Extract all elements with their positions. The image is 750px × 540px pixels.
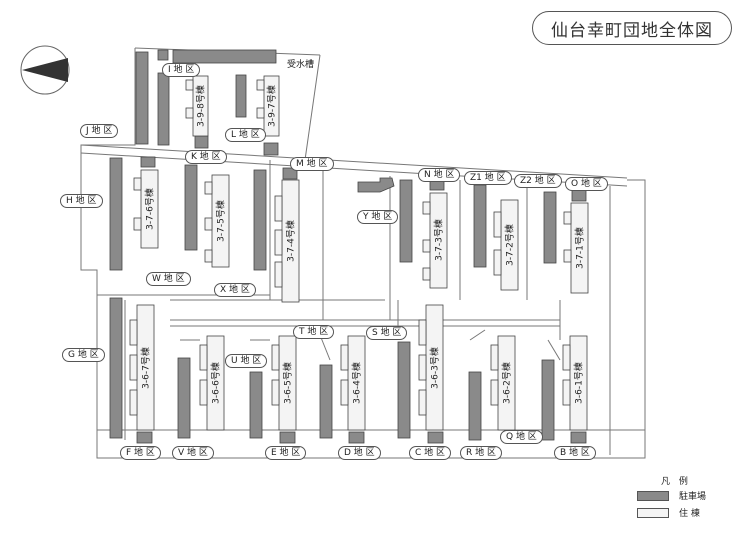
- district-label-d: D 地 区: [338, 446, 381, 460]
- legend-residential-swatch: [637, 507, 669, 518]
- residential-buildings: [129, 75, 589, 431]
- building-label-364: 3-6-4号棟: [352, 362, 363, 404]
- legend-residential: 住 棟: [637, 506, 700, 519]
- building-label-375: 3-7-5号棟: [216, 200, 227, 242]
- district-label-t: T 地 区: [293, 325, 335, 339]
- legend-parking-swatch: [637, 490, 669, 501]
- map-title: 仙台幸町団地全体図: [532, 11, 732, 45]
- building-label-366: 3-6-6号棟: [211, 362, 222, 404]
- legend-parking: 駐車場: [637, 489, 706, 502]
- district-label-y: Y 地 区: [357, 210, 399, 224]
- district-label-f: F 地 区: [120, 446, 161, 460]
- building-label-372: 3-7-2号棟: [505, 224, 516, 266]
- legend-parking-label: 駐車場: [679, 492, 707, 502]
- district-label-u: U 地 区: [225, 354, 268, 368]
- legend-title: 凡 例: [661, 477, 691, 487]
- district-label-h: H 地 区: [60, 194, 103, 208]
- district-label-i: I 地 区: [162, 63, 201, 77]
- building-label-374: 3-7-4号棟: [286, 220, 297, 262]
- district-label-r: R 地 区: [460, 446, 502, 460]
- district-label-c: C 地 区: [409, 446, 452, 460]
- legend-residential-label: 住 棟: [679, 509, 700, 519]
- district-label-v: V 地 区: [172, 446, 214, 460]
- district-label-g: G 地 区: [62, 348, 105, 362]
- district-label-j: J 地 区: [80, 124, 119, 138]
- district-label-z1: Z1 地 区: [464, 171, 512, 185]
- building-label-397: 3-9-7号棟: [267, 85, 278, 127]
- building-label-373: 3-7-3号棟: [434, 219, 445, 261]
- district-label-x: X 地 区: [214, 283, 256, 297]
- district-label-o: O 地 区: [565, 177, 608, 191]
- building-label-376: 3-7-6号棟: [145, 188, 156, 230]
- building-label-365: 3-6-5号棟: [283, 362, 294, 404]
- district-label-e: E 地 区: [265, 446, 307, 460]
- parking-lots: [109, 49, 587, 444]
- district-label-m: M 地 区: [290, 157, 334, 171]
- district-label-n: N 地 区: [418, 168, 461, 182]
- district-label-z2: Z2 地 区: [514, 174, 562, 188]
- building-label-367: 3-6-7号棟: [141, 347, 152, 389]
- district-label-s: S 地 区: [366, 326, 408, 340]
- building-label-371: 3-7-1号棟: [575, 227, 586, 269]
- district-label-b: B 地 区: [554, 446, 596, 460]
- building-label-361: 3-6-1号棟: [574, 362, 585, 404]
- district-label-k: K 地 区: [185, 150, 227, 164]
- water-tank-label: 受水槽: [287, 60, 315, 70]
- district-label-l: L 地 区: [225, 128, 266, 142]
- district-label-q: Q 地 区: [500, 430, 543, 444]
- building-label-362: 3-6-2号棟: [502, 362, 513, 404]
- building-label-363: 3-6-3号棟: [430, 347, 441, 389]
- building-label-398: 3-9-8号棟: [196, 85, 207, 127]
- north-arrow-icon: [20, 45, 70, 95]
- district-label-w: W 地 区: [146, 272, 191, 286]
